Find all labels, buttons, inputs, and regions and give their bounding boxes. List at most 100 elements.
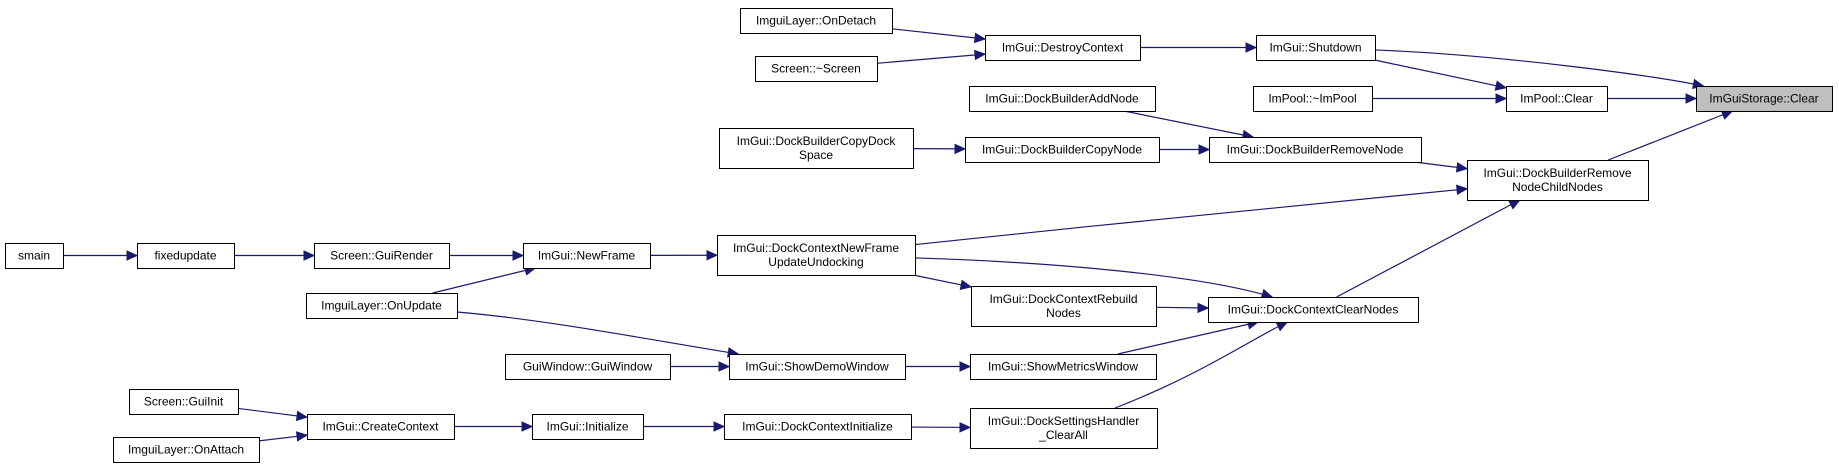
arrow-head-icon	[295, 431, 309, 442]
edge-line	[1123, 110, 1254, 138]
edge-line	[1607, 110, 1733, 161]
node-box	[5, 243, 64, 269]
node-label: ImguiLayer::OnUpdate	[321, 299, 442, 313]
node-show-metrics[interactable]: ImGui::ShowMetricsWindow	[970, 354, 1157, 380]
arrow-head-icon	[974, 49, 987, 61]
node-storage-clear[interactable]: ImGuiStorage::Clear	[1696, 86, 1833, 112]
node-create-context[interactable]: ImGui::CreateContext	[307, 414, 455, 440]
edge-line	[432, 267, 536, 294]
node-imgui-on-attach[interactable]: ImguiLayer::OnAttach	[113, 437, 260, 463]
edge-line	[237, 407, 308, 418]
node-gui-window[interactable]: GuiWindow::GuiWindow	[505, 354, 671, 380]
node-label: ImguiLayer::OnDetach	[756, 14, 876, 28]
node-box	[306, 293, 458, 319]
node-box	[969, 86, 1156, 112]
edge-dock_add_node-to-dock_remove_node	[1123, 110, 1255, 141]
edge-show_demo-to-show_metrics	[905, 361, 972, 372]
node-label: ImGui::DestroyContext	[1002, 41, 1124, 55]
node-label: ImGui::DockSettingsHandler	[988, 414, 1139, 428]
node-box	[505, 354, 671, 380]
node-label: ImPool::Clear	[1520, 92, 1593, 106]
node-box	[755, 56, 878, 82]
node-label: ImGuiStorage::Clear	[1709, 92, 1818, 106]
node-shutdown[interactable]: ImGui::Shutdown	[1256, 35, 1376, 61]
arrow-head-icon	[126, 250, 139, 261]
node-label: ImPool::~ImPool	[1268, 92, 1356, 106]
node-box	[729, 354, 906, 380]
edge-destroy_context-to-shutdown	[1140, 42, 1258, 53]
node-imgui-on-detach[interactable]: ImguiLayer::OnDetach	[740, 8, 893, 34]
node-dock-remove-node[interactable]: ImGui::DockBuilderRemoveNode	[1209, 137, 1422, 163]
node-label: ImGui::DockBuilderRemove	[1483, 166, 1631, 180]
edge-shutdown-to-impool_clear	[1374, 59, 1508, 91]
node-label: ImGui::Initialize	[546, 420, 628, 434]
arrow-head-icon	[1495, 93, 1508, 104]
node-smain[interactable]: smain	[5, 243, 64, 269]
node-box	[314, 243, 450, 269]
node-label: fixedupdate	[154, 249, 216, 263]
node-dock-settings-clear[interactable]: ImGui::DockSettingsHandler_ClearAll	[970, 408, 1158, 449]
node-box	[1208, 297, 1419, 323]
edge-line	[1374, 49, 1704, 87]
node-screen-guiinit[interactable]: Screen::GuiInit	[129, 389, 239, 415]
edge-impool_dtor-to-impool_clear	[1372, 93, 1508, 104]
node-box	[532, 414, 644, 440]
node-impool-dtor[interactable]: ImPool::~ImPool	[1253, 86, 1373, 112]
node-dock-copy-node[interactable]: ImGui::DockBuilderCopyNode	[965, 137, 1160, 163]
arrow-head-icon	[1275, 321, 1289, 332]
node-new-frame[interactable]: ImGui::NewFrame	[523, 243, 651, 269]
arrow-head-icon	[1456, 184, 1469, 196]
edge-line	[1374, 59, 1507, 89]
node-initialize[interactable]: ImGui::Initialize	[532, 414, 644, 440]
arrow-head-icon	[1455, 162, 1469, 173]
node-box	[129, 389, 239, 415]
node-fixedupdate[interactable]: fixedupdate	[137, 243, 235, 269]
edge-smain-to-fixedupdate	[63, 250, 139, 261]
arrow-head-icon	[1198, 144, 1211, 155]
arrow-head-icon	[1245, 42, 1258, 53]
edge-impool_clear-to-storage_clear	[1607, 93, 1698, 104]
node-label: Screen::GuiRender	[330, 249, 433, 263]
node-dock-add-node[interactable]: ImGui::DockBuilderAddNode	[969, 86, 1156, 112]
edge-initialize-to-dock_ctx_init	[643, 421, 726, 432]
node-gui-render[interactable]: Screen::GuiRender	[314, 243, 450, 269]
node-screen-dtor[interactable]: Screen::~Screen	[755, 56, 878, 82]
edge-dock_copy_dockspace-to-dock_copy_node	[912, 143, 967, 155]
node-box	[717, 235, 916, 276]
node-label: ImGui::NewFrame	[538, 249, 636, 263]
node-label: ImguiLayer::OnAttach	[128, 443, 244, 457]
arrow-head-icon	[706, 249, 719, 261]
arrow-head-icon	[1494, 80, 1508, 91]
edge-dock_ctx_newframe-to-dock_ctx_rebuild	[912, 274, 973, 290]
edge-line	[456, 311, 739, 355]
node-destroy-context[interactable]: ImGui::DestroyContext	[985, 35, 1141, 61]
edge-line	[914, 257, 1273, 298]
node-label: ImGui::Shutdown	[1269, 41, 1361, 55]
node-impool-clear[interactable]: ImPool::Clear	[1506, 86, 1608, 112]
node-box	[970, 354, 1157, 380]
node-box	[523, 243, 651, 269]
arrow-head-icon	[303, 250, 316, 261]
node-box	[970, 408, 1158, 449]
node-label: UpdateUndocking	[768, 255, 863, 269]
arrow-head-icon	[959, 422, 972, 433]
node-imgui-on-update[interactable]: ImguiLayer::OnUpdate	[306, 293, 458, 319]
arrow-head-icon	[1685, 93, 1698, 104]
edge-screen_dtor-to-destroy_context	[876, 49, 987, 64]
edge-dock_ctx_newframe-to-dock_remove_child	[914, 184, 1469, 246]
edge-screen_guiinit-to-create_context	[237, 407, 309, 422]
edge-line	[1117, 321, 1259, 355]
node-box	[113, 437, 260, 463]
node-show-demo[interactable]: ImGui::ShowDemoWindow	[729, 354, 906, 380]
edge-dock_remove_child-to-storage_clear	[1607, 109, 1734, 161]
node-dock-ctx-init[interactable]: ImGui::DockContextInitialize	[724, 414, 912, 440]
node-dock-ctx-newframe[interactable]: ImGui::DockContextNewFrameUpdateUndockin…	[717, 235, 916, 276]
node-dock-ctx-clear[interactable]: ImGui::DockContextClearNodes	[1208, 297, 1419, 323]
arrow-head-icon	[973, 32, 987, 44]
arrow-head-icon	[713, 421, 726, 432]
edge-dock_ctx_init-to-dock_settings_clear	[910, 422, 972, 433]
